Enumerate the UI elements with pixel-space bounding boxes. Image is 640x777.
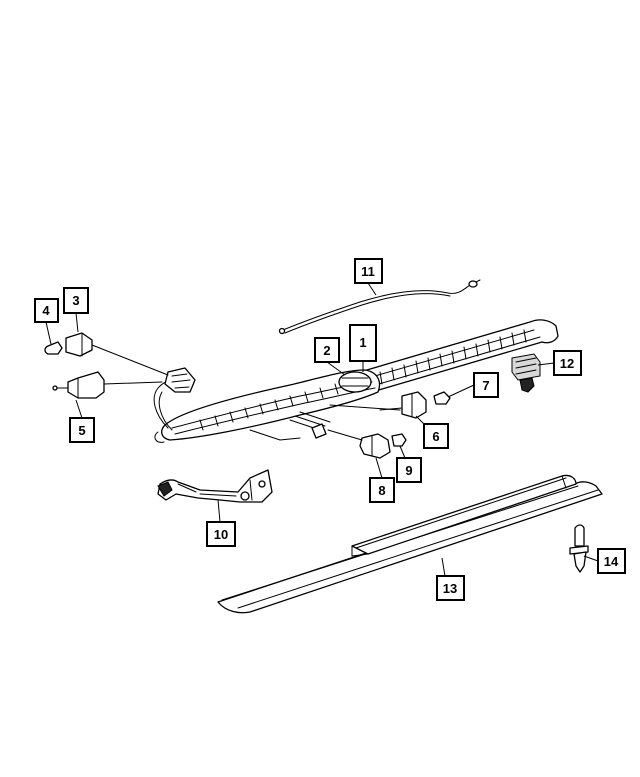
callout-14: 14 bbox=[597, 548, 626, 574]
part-sill-plate-13 bbox=[217, 474, 603, 614]
part-connector-3 bbox=[65, 332, 169, 376]
part-cable bbox=[278, 279, 481, 335]
svg-text:14: 14 bbox=[604, 554, 619, 569]
leader-lines bbox=[45, 282, 599, 577]
callout-12: 12 bbox=[553, 350, 582, 376]
part-bracket-10 bbox=[157, 469, 273, 503]
callout-4: 4 bbox=[34, 298, 59, 323]
part-terminal-7 bbox=[433, 391, 451, 405]
svg-text:6: 6 bbox=[432, 429, 439, 444]
svg-text:7: 7 bbox=[482, 378, 489, 393]
callout-9: 9 bbox=[396, 457, 422, 483]
part-connector-5 bbox=[52, 371, 163, 399]
svg-text:1: 1 bbox=[359, 335, 366, 350]
part-connector-8 bbox=[327, 429, 391, 459]
part-terminal-9 bbox=[391, 433, 407, 447]
svg-text:4: 4 bbox=[42, 303, 50, 318]
callout-6: 6 bbox=[423, 423, 449, 449]
part-terminal-4 bbox=[44, 341, 63, 355]
callout-7: 7 bbox=[473, 372, 499, 398]
callout-11: 11 bbox=[354, 258, 383, 284]
callout-5: 5 bbox=[69, 417, 95, 443]
part-push-pin-14 bbox=[569, 524, 589, 573]
callout-10: 10 bbox=[206, 521, 236, 547]
callout-2: 2 bbox=[314, 337, 340, 363]
part-clip-12 bbox=[511, 353, 541, 393]
part-wiring-harness bbox=[153, 319, 559, 443]
callout-13: 13 bbox=[436, 575, 465, 601]
svg-text:3: 3 bbox=[72, 293, 79, 308]
svg-text:5: 5 bbox=[78, 423, 85, 438]
svg-text:8: 8 bbox=[378, 483, 385, 498]
callout-8: 8 bbox=[369, 477, 395, 503]
svg-text:12: 12 bbox=[560, 356, 574, 371]
svg-text:2: 2 bbox=[323, 343, 330, 358]
svg-text:10: 10 bbox=[214, 527, 228, 542]
part-connector-6 bbox=[379, 391, 427, 419]
callout-3: 3 bbox=[63, 287, 89, 314]
callout-1: 1 bbox=[349, 324, 377, 362]
svg-text:13: 13 bbox=[443, 581, 457, 596]
svg-text:11: 11 bbox=[361, 264, 375, 279]
svg-text:9: 9 bbox=[405, 463, 412, 478]
